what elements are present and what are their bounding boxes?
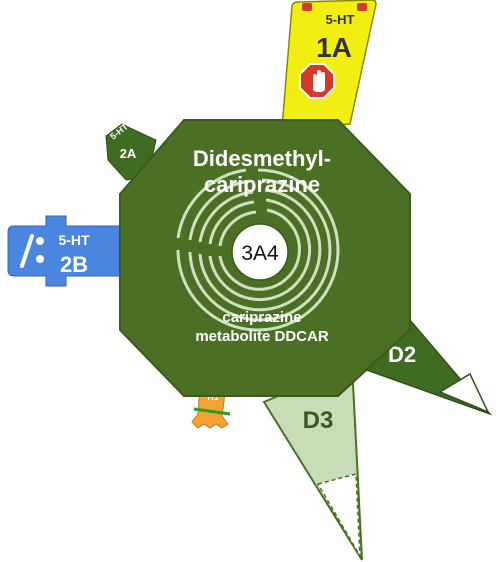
receptor-5ht1a-top-label: 5-HT xyxy=(326,12,355,27)
drug-title-line1: Didesmethyl- xyxy=(193,146,331,171)
receptor-5ht1a-marker-right xyxy=(357,3,367,11)
drug-subtitle-line1: cariprazine xyxy=(222,309,301,326)
enzyme-label: 3A4 xyxy=(241,242,279,265)
spiral-ring xyxy=(198,190,254,243)
spiral-ring xyxy=(218,208,301,291)
stop-hand-icon xyxy=(299,63,335,99)
receptor-d3-label: D3 xyxy=(303,407,334,434)
receptor-5ht2a-main-label: 2A xyxy=(120,146,137,161)
receptor-5ht2b-top-label: 5-HT xyxy=(58,232,90,248)
receptor-5ht1a: 5-HT 1A xyxy=(281,0,377,129)
spiral-ring xyxy=(198,188,322,312)
spiral-ring xyxy=(176,168,340,332)
receptor-5ht1a-marker-left xyxy=(302,3,312,11)
spiral-ring xyxy=(218,210,257,247)
antagonist-slash-icon xyxy=(20,234,44,268)
receptor-d3-tip xyxy=(316,473,361,557)
spiral-ring xyxy=(188,179,251,241)
receptor-5ht2b: 5-HT 2B xyxy=(7,215,125,287)
spiral-rings xyxy=(176,168,340,332)
drug-title-line2: cariprazine xyxy=(204,172,320,197)
spiral-ring xyxy=(176,168,247,239)
receptor-5ht2b-main-label: 2B xyxy=(60,252,88,277)
enzyme-circle xyxy=(231,223,289,281)
spiral-ring xyxy=(188,178,332,322)
receptor-5ht1a-main-label: 1A xyxy=(316,32,352,63)
drug-subtitle-line2: metabolite DDCAR xyxy=(195,328,329,345)
receptor-d2-tip xyxy=(438,372,490,414)
spiral-ring xyxy=(208,198,312,302)
receptor-h1-band xyxy=(193,407,231,416)
receptor-5ht1a-body xyxy=(281,0,377,129)
spiral-ring xyxy=(208,200,255,245)
